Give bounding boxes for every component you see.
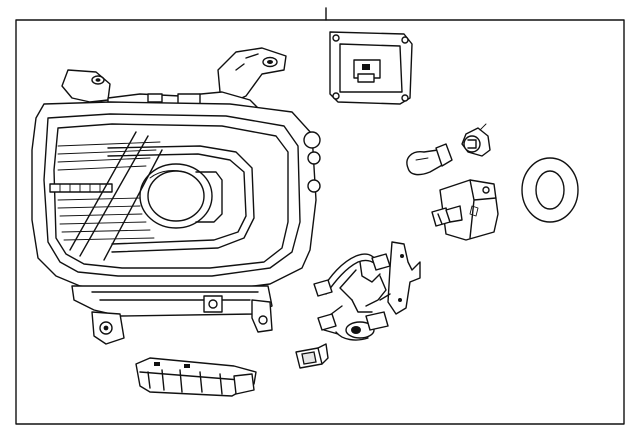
control-module — [329, 31, 413, 105]
seal-ring — [521, 157, 579, 223]
led-strip — [49, 183, 113, 193]
bulb-socket — [461, 123, 491, 157]
side-marker-bulb — [406, 143, 453, 176]
mount-tab-left — [61, 69, 111, 103]
wiring-harness — [313, 241, 421, 341]
hid-bulb-igniter — [431, 179, 499, 241]
small-clip — [295, 343, 329, 369]
projector-lens — [139, 163, 213, 229]
mounting-bracket — [135, 357, 257, 397]
headlamp-assembly — [31, 47, 321, 345]
diagram-frame — [15, 19, 625, 425]
lower-housing — [71, 285, 273, 317]
